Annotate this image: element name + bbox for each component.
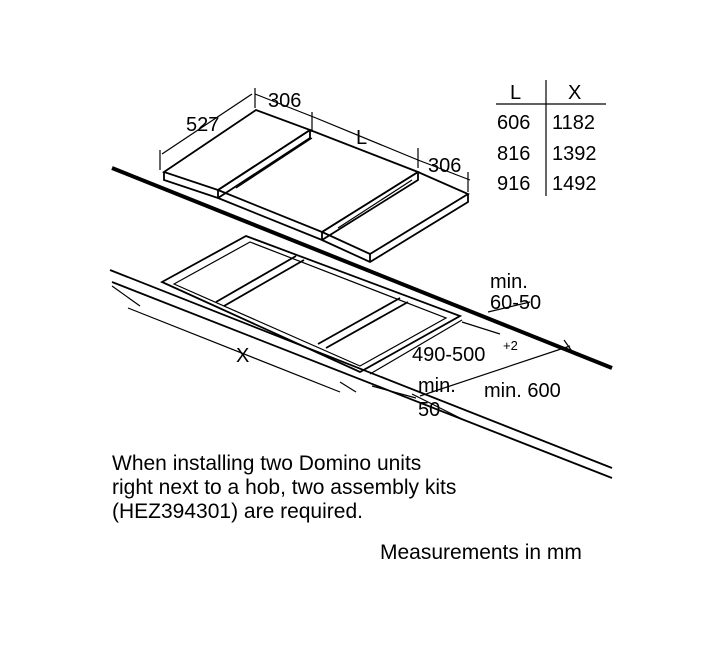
hob-unit-right — [320, 170, 470, 256]
note-line: (HEZ394301) are required. — [112, 500, 363, 523]
dim-line-L — [315, 117, 419, 161]
dim-line-306-right — [417, 159, 471, 181]
table-header-L: L — [510, 82, 521, 104]
label-clearance: min. 600 — [484, 380, 561, 402]
label-gap-value: 50 — [418, 399, 440, 421]
label-edge-min: min. — [490, 271, 528, 293]
hob-unit-middle — [216, 128, 420, 234]
dim-line-gap — [371, 385, 417, 399]
note-line: right next to a hob, two assembly kits — [112, 476, 457, 499]
label-306-right: 306 — [428, 155, 461, 177]
cutout-frame — [159, 235, 463, 374]
countertop-top-edge — [111, 166, 613, 370]
label-gap-min: min. — [418, 375, 456, 397]
table-header-X: X — [568, 82, 581, 104]
label-306-left: 306 — [268, 90, 301, 112]
dim-line-clearance — [419, 345, 571, 397]
dim-line-X — [127, 307, 341, 393]
table-cell: 606 — [497, 112, 530, 134]
table-cell: 1182 — [552, 112, 595, 134]
dim-line-306-left — [254, 93, 317, 119]
label-X: X — [236, 345, 249, 367]
units-label: Measurements in mm — [380, 541, 582, 564]
table-cell: 816 — [497, 143, 530, 165]
label-L: L — [356, 127, 367, 149]
table-cell: 1392 — [552, 143, 597, 165]
table-cell: 916 — [497, 173, 530, 195]
dim-line-edge — [487, 301, 531, 313]
label-527: 527 — [186, 114, 219, 136]
table-cell: 1492 — [552, 173, 597, 195]
note-line: When installing two Domino units — [112, 452, 422, 475]
countertop-front-edge-lower — [111, 281, 613, 479]
label-cutout-depth: 490-500 — [412, 344, 485, 366]
dim-line-cutout-depth — [369, 319, 463, 375]
dim-line-527 — [161, 93, 253, 155]
hob-units — [161, 108, 470, 264]
installation-note: When installing two Domino units right n… — [112, 452, 552, 524]
label-edge-value: 60-50 — [490, 292, 541, 314]
label-cutout-depth-sup: +2 — [503, 338, 518, 353]
size-table: L X 606 1182 816 1392 916 1492 — [496, 80, 606, 196]
countertop-front-edge-upper — [109, 269, 613, 469]
